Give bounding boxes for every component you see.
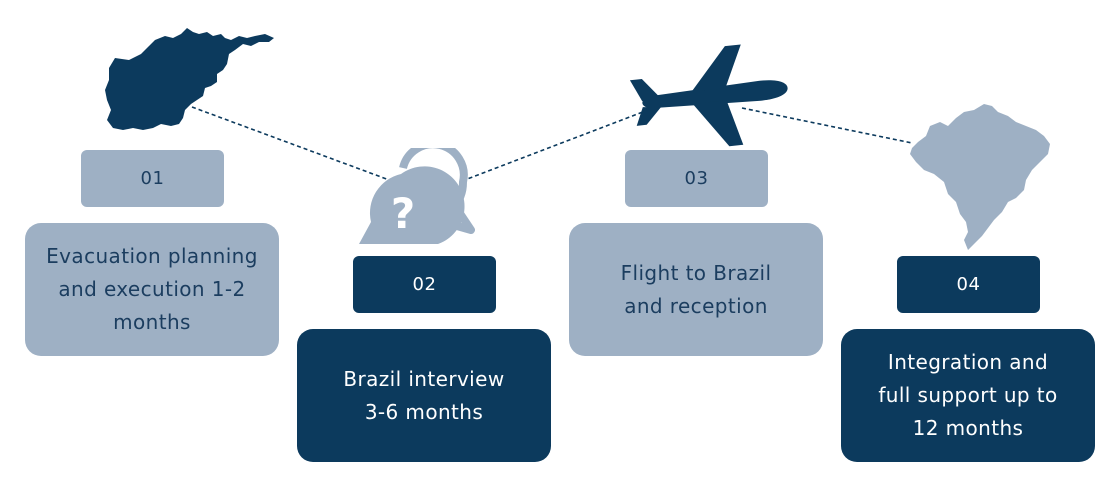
step-2-card: Brazil interview 3-6 months (297, 329, 551, 462)
step-4-number: 04 (897, 256, 1040, 313)
step-2-number: 02 (353, 256, 496, 313)
brazil-map-icon (910, 104, 1050, 250)
question-speech-bubbles-icon: ? (359, 148, 475, 244)
step-1-card: Evacuation planning and execution 1-2 mo… (25, 223, 279, 356)
connector-2-3 (461, 109, 649, 182)
step-3-card: Flight to Brazil and reception (569, 223, 823, 356)
svg-text:?: ? (391, 189, 415, 238)
step-1-number: 01 (81, 150, 224, 207)
step-3-number: 03 (625, 150, 768, 207)
airplane-icon (630, 44, 788, 147)
afghanistan-map-icon (105, 28, 274, 130)
step-4-card: Integration and full support up to 12 mo… (841, 329, 1095, 462)
